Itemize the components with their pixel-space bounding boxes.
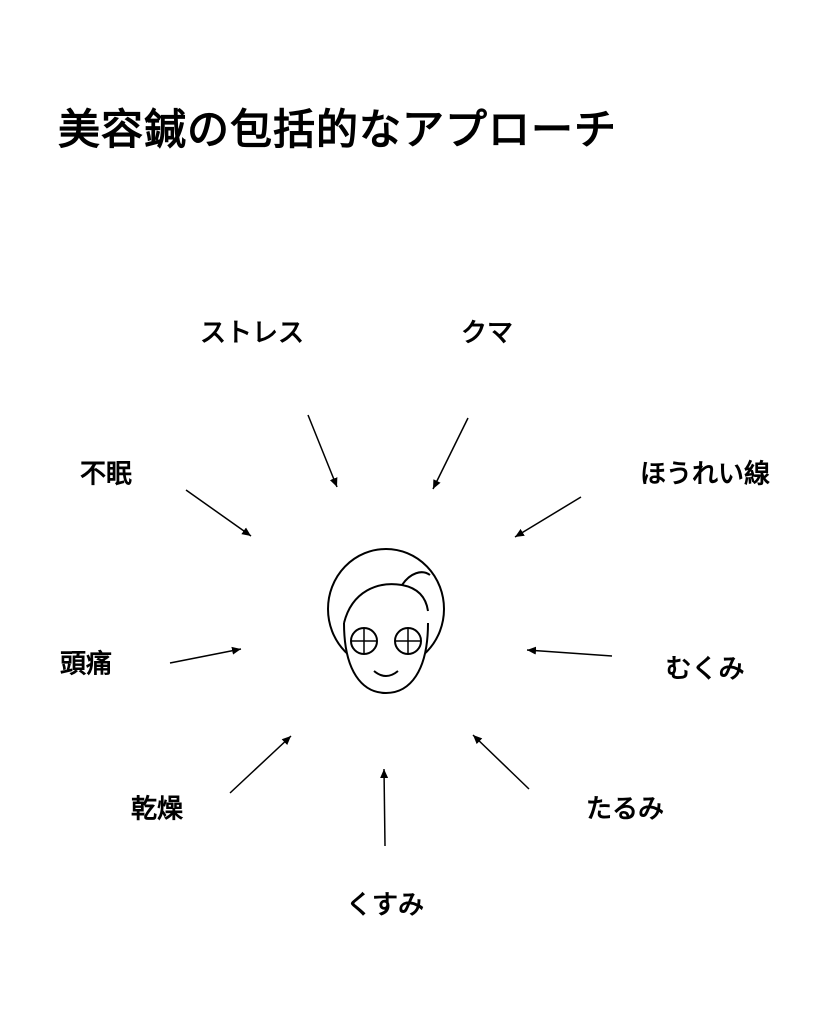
arrow-kansou: [229, 735, 292, 794]
factor-label-dark-circles: クマ: [460, 317, 514, 348]
factor-label-dryness: 乾燥: [130, 793, 184, 824]
smile-line: [373, 670, 399, 677]
page-title: 美容鍼の包括的なアプローチ: [58, 106, 618, 153]
factor-label-puffiness: むくみ: [665, 653, 745, 684]
arrow-tarumi: [472, 734, 530, 790]
arrow-zutsuu: [169, 646, 242, 664]
factor-label-headache: 頭痛: [59, 648, 113, 679]
factor-label-sagging: たるみ: [585, 793, 665, 824]
arrow-fumin: [185, 489, 252, 537]
arrow-mukumi: [526, 646, 613, 657]
hair-flip-line: [401, 571, 431, 586]
arrow-stress: [307, 414, 338, 488]
factor-label-dullness: くすみ: [345, 889, 425, 920]
arrow-kuma: [432, 417, 469, 490]
factor-label-insomnia: 不眠: [79, 458, 133, 489]
face-with-eye-pads-icon: [318, 543, 454, 703]
bangs-line: [343, 583, 429, 624]
factor-label-stress: ストレス: [199, 317, 305, 348]
arrow-kusumi: [380, 768, 389, 847]
factor-label-nasolabial-folds: ほうれい線: [639, 458, 771, 489]
arrow-houreisen: [514, 496, 582, 538]
